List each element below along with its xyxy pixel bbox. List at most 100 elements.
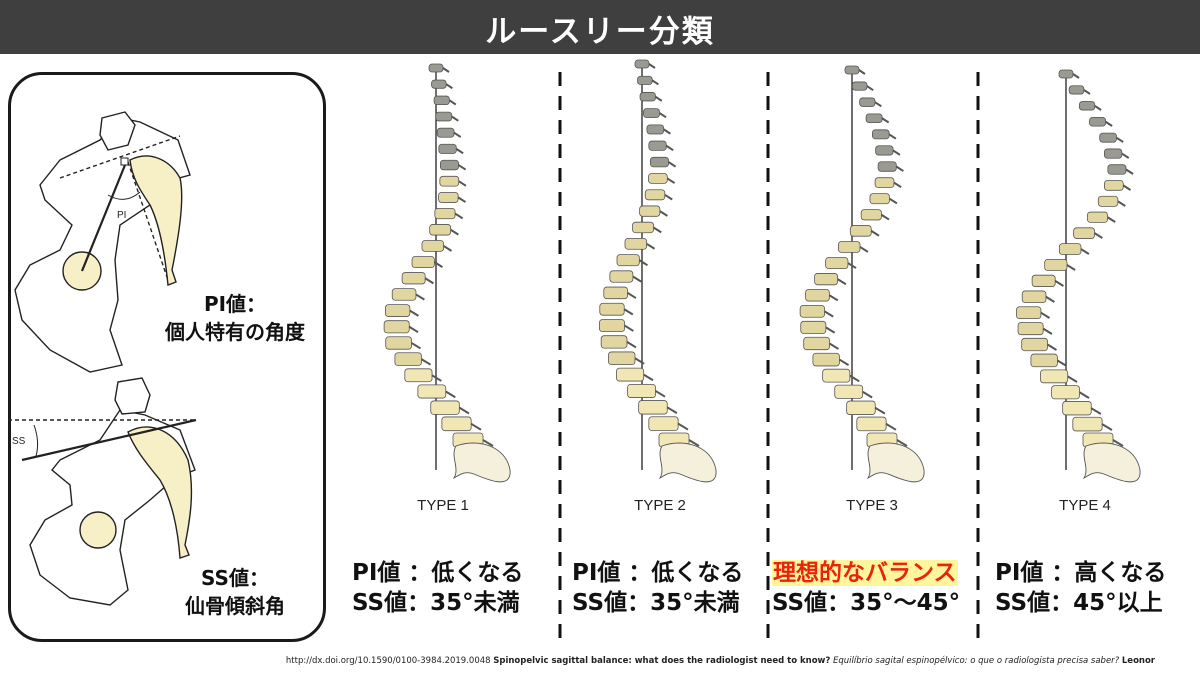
spinous-process [837,278,847,286]
spinous-process [829,342,839,350]
vertebra [608,351,636,366]
vertebra [429,224,452,236]
vertebra [433,95,450,106]
type3-ideal-balance: 理想的なバランス [772,560,958,586]
vertebra [599,319,625,333]
spinous-process [1090,407,1102,415]
vertebra [643,108,660,118]
spine-type2 [599,59,717,483]
ss-label: SS値： 仙骨傾斜角 [150,564,320,620]
spinous-process [1112,439,1124,447]
spinous-process [409,309,420,317]
sacrum [658,442,717,483]
vertebra [439,159,459,171]
spinous-process [626,341,637,349]
vertebra [599,302,625,316]
vertebra [1058,69,1074,79]
spinous-process [624,324,634,332]
vertebra [421,240,445,252]
spinous-process [885,423,897,431]
type2-label: TYPE 2 [634,497,686,514]
vertebra [851,81,868,91]
vertebra [812,352,840,367]
vertebra [877,161,897,172]
vertebra [1099,132,1117,143]
vertebra [1044,258,1068,271]
spinous-process [415,293,425,301]
vertebra [871,129,890,140]
spinous-process [870,230,880,237]
vertebra [1103,148,1123,159]
spinous-process [457,196,467,203]
vertebra [865,113,883,124]
spinous-process [1094,104,1102,111]
spinous-process [623,308,634,316]
vertebra [1103,180,1124,191]
vertebra [860,209,882,221]
vertebra [849,225,872,237]
vertebra [639,205,661,217]
vertebra [1062,401,1092,416]
vertebra [438,191,459,203]
vertebra [834,384,864,399]
citation-title-pt: Equilíbrio sagital espinopélvico: o que … [833,656,1120,666]
spinous-process [433,261,444,268]
vertebra [837,241,861,253]
spinous-process [1066,264,1076,271]
spinous-process [470,422,482,431]
vertebra [648,173,668,184]
vertebra [632,221,654,234]
vertebra [624,237,648,250]
vertebra [430,400,460,415]
spinous-process [1121,152,1130,159]
spinous-process [859,246,869,253]
vertebra [385,304,411,317]
type2-info: PI値 ：低くなる SS値：35°未満 [572,558,743,618]
spinous-process [677,422,689,431]
vertebra [434,207,456,220]
spinous-process [862,390,873,399]
vertebra [436,127,455,138]
spinous-process [658,112,667,119]
vertebra [439,175,460,187]
spinous-process [450,228,459,236]
spinous-process [1117,200,1126,207]
spinous-process [1101,423,1113,431]
spinous-process [1045,295,1055,303]
vertebra [603,286,628,300]
citation-author: Leonor [1121,656,1155,666]
spinous-process [1094,232,1103,239]
spinous-process [646,242,656,250]
spinous-process [455,148,464,155]
ss-angle-label: SS [12,436,26,447]
vertebra [869,193,890,205]
vertebra [1031,274,1056,287]
pi-label: PI値： 個人特有の角度 [150,290,320,346]
vertebra [600,335,628,349]
vertebra [644,189,666,201]
vertebra [627,383,656,398]
spinous-process [411,342,421,350]
spinous-process [1105,120,1113,127]
spinous-process [420,358,432,366]
vertebra [1040,369,1069,384]
spinous-process [874,406,886,415]
spinous-process [638,259,648,267]
type3-info: 理想的なバランス SS値：35°〜45° [772,558,960,618]
vertebra [417,384,447,399]
vertebra [646,124,665,135]
type4-info: PI値 ：高くなる SS値：45°以上 [995,558,1166,618]
pelvis-pi-illustration [14,111,191,373]
vertebra [411,256,435,269]
type4-label: TYPE 4 [1059,497,1111,514]
vertebra [431,79,447,89]
spinous-process [1056,359,1068,367]
spinous-process [688,439,700,447]
vertebra [441,416,472,432]
spinous-process [881,117,890,124]
citation-url[interactable]: http://dx.doi.org/10.1590/0100-3984.2019… [285,656,491,666]
sacrum [1082,442,1141,483]
vertebra [404,368,433,383]
spinous-process [634,357,645,365]
type3-label: TYPE 3 [846,497,898,514]
